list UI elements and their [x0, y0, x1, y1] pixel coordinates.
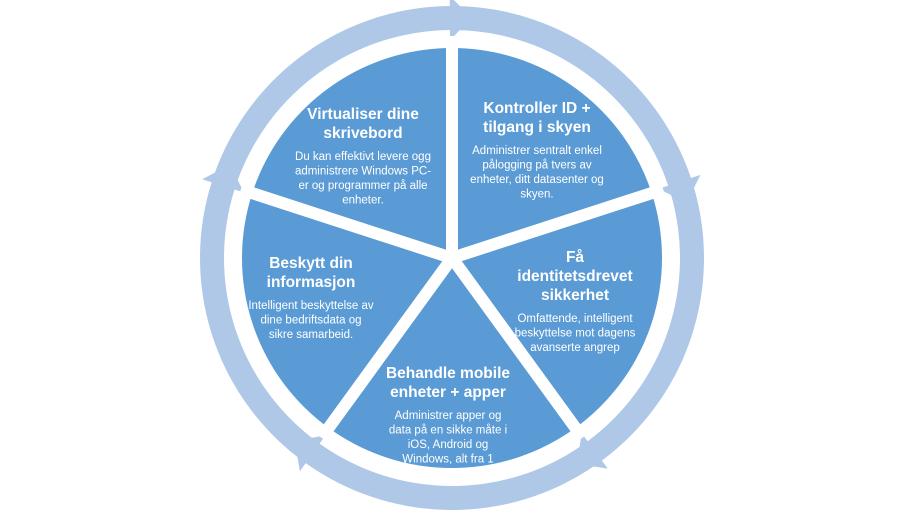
segment-body-line: Omfattende, intelligent	[517, 313, 633, 325]
segment-body-line: skyen.	[520, 189, 553, 201]
segment-body-line: enheter, ditt datasenter og	[470, 174, 604, 186]
cycle-arrow-5	[214, 0, 472, 182]
cycle-arrow-2	[577, 186, 704, 469]
segment-body-line: Intelligent beskyttelse av	[248, 300, 374, 312]
segment-body-line: Administrer apper og	[395, 410, 502, 422]
segment-body-line: administrere Windows PC-	[295, 166, 431, 178]
segment-mobile-apps	[316, 247, 588, 480]
segment-protect-info	[230, 183, 462, 442]
segment-title-line: Beskytt din	[269, 255, 353, 272]
segment-body-line: dine bedriftsdata og	[260, 315, 361, 327]
segment-title-line: enheter + apper	[390, 384, 506, 401]
segment-identity-security	[442, 183, 674, 442]
segment-body-line: Du kan effektivt levere ogg	[295, 151, 431, 163]
segment-body-line: beskyttelse mot dagens	[515, 328, 636, 340]
segment-body-line: Administrer sentralt enkel	[472, 145, 602, 157]
segment-body-line: avanserte angrep	[530, 342, 620, 354]
segment-body-line: Windows, alt fra 1	[402, 454, 493, 466]
segment-title-line: tilgang i skyen	[483, 119, 591, 136]
segment-body-line: data på en sikke måte i	[389, 425, 507, 437]
segment-title-line: Behandle mobile	[386, 365, 510, 382]
pie-segments	[230, 35, 674, 480]
cycle-arrow-1	[457, 6, 701, 203]
segment-title-line: sikkerhet	[541, 287, 609, 304]
segment-body-line: iOS, Android og	[408, 439, 489, 451]
cycle-arrow-4	[199, 164, 314, 458]
cycle-arrows	[199, 0, 704, 511]
segment-title-line: Få	[566, 249, 584, 266]
segment-title-line: Virtualiser dine	[307, 106, 419, 123]
segment-body-line: enheter.	[342, 195, 384, 207]
segment-title-line: informasjon	[267, 274, 356, 291]
segment-labels: Kontroller ID + tilgang i skyenAdministre…	[248, 100, 635, 480]
segment-title-line: skrivebord	[323, 125, 402, 142]
segment-body-line: er og programmer på alle	[298, 180, 427, 192]
segment-body-line: sikre samarbeid.	[269, 329, 353, 341]
segment-body-line: pålogging på tvers av	[482, 160, 592, 172]
segment-virtualize-desktop	[239, 35, 458, 267]
segment-body-line: plass.	[433, 468, 463, 480]
segment-title-line: Kontroller ID +	[483, 100, 590, 117]
cycle-arrow-3	[294, 435, 595, 511]
segment-title-line: identitetsdrevet	[517, 268, 632, 285]
